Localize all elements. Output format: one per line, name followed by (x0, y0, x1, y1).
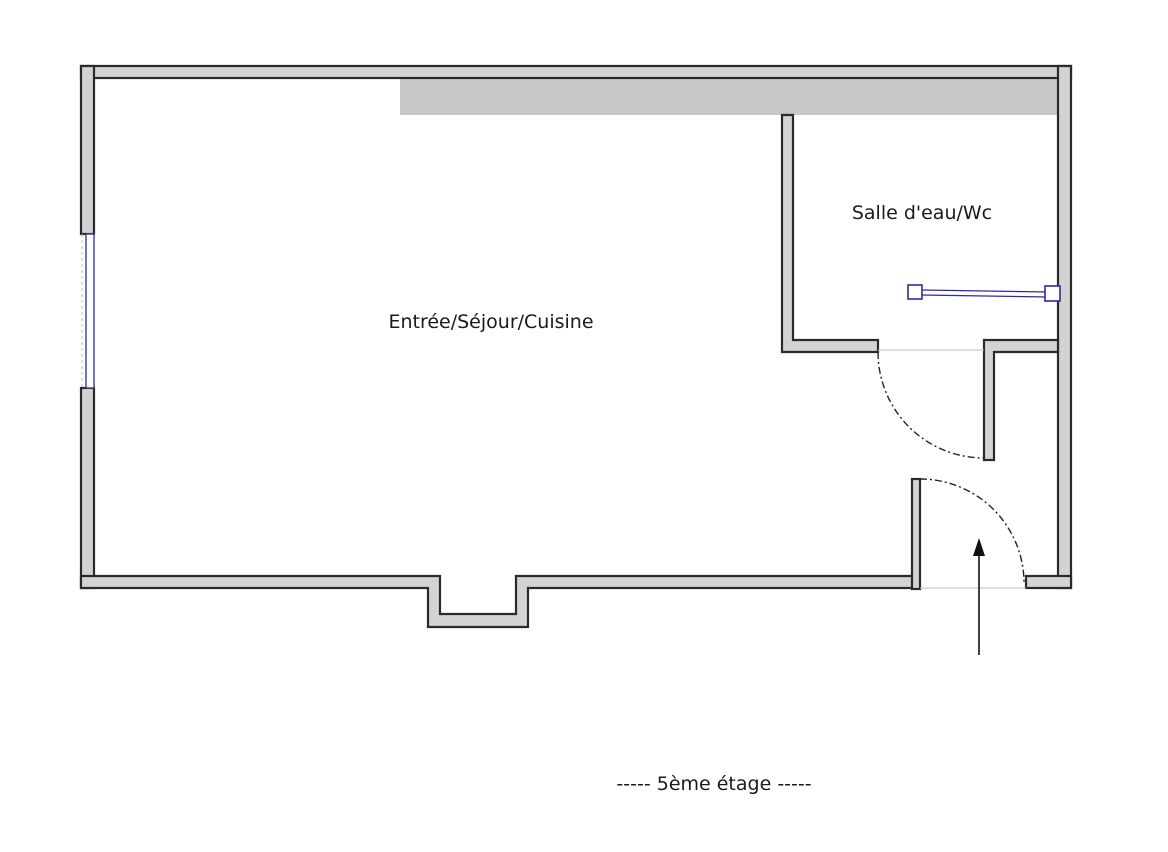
window-left (81, 233, 95, 389)
wall-left-lower (79, 386, 96, 590)
bath-door-swing (877, 351, 985, 459)
room-label-bathroom: Salle d'eau/Wc (852, 202, 992, 224)
wall-left-upper (79, 64, 96, 236)
floor-label: ----- 5ème étage ----- (616, 773, 811, 795)
entrance-arrow-icon (973, 538, 985, 655)
overhead-bar (400, 77, 1058, 115)
bath-wall-right (982, 338, 1060, 462)
outer-walls (79, 64, 1073, 629)
towel-rail-fixture (907, 284, 1061, 302)
wall-right (1056, 64, 1073, 590)
wall-bottom-right (1024, 574, 1073, 590)
bath-wall-left (780, 113, 880, 354)
room-label-living: Entrée/Séjour/Cuisine (388, 311, 593, 333)
entry-partition (910, 477, 922, 591)
wall-top (79, 64, 1073, 80)
wall-bottom-bay (79, 574, 920, 629)
entry-door-swing (919, 478, 1025, 584)
bathroom-walls (780, 113, 1060, 591)
